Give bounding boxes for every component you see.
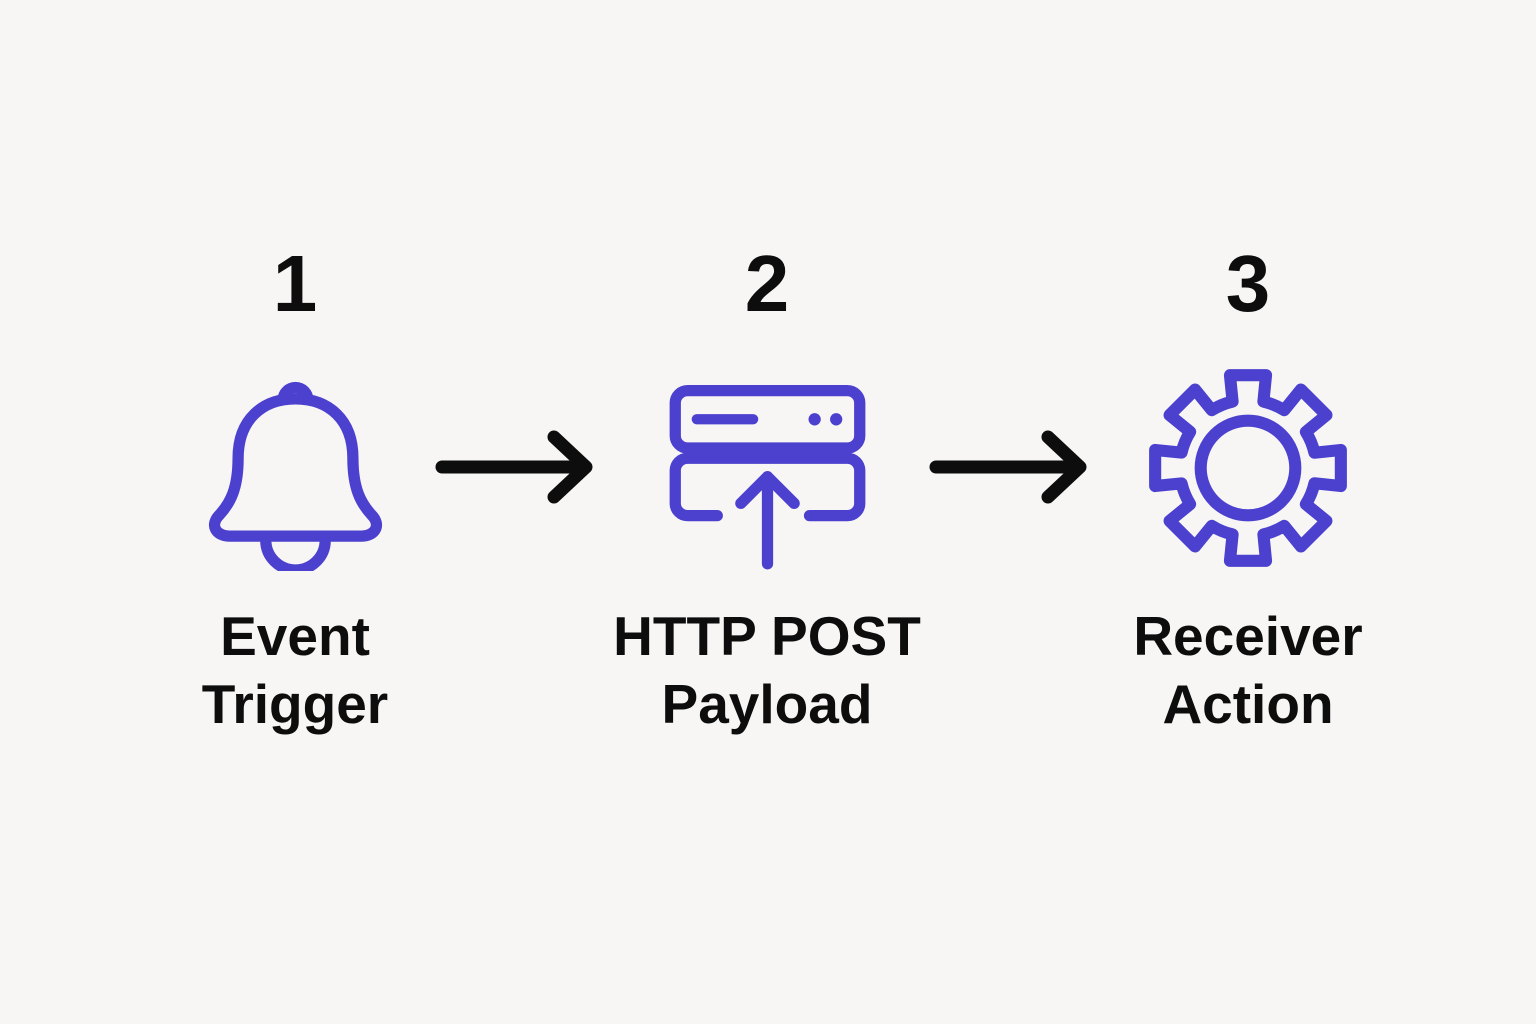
arrow-right-icon bbox=[434, 427, 604, 507]
step-1-label: Event Trigger bbox=[201, 605, 389, 735]
step-3-label: Receiver Action bbox=[1133, 605, 1363, 735]
step-2-label: HTTP POST Payload bbox=[613, 605, 921, 735]
server-upload-icon bbox=[669, 384, 865, 569]
step-3-icon-box bbox=[1038, 364, 1458, 572]
bell-icon bbox=[208, 381, 382, 571]
step-1-number: 1 bbox=[272, 239, 318, 328]
step-2-number: 2 bbox=[744, 239, 790, 328]
arrow-right-icon bbox=[928, 427, 1098, 507]
step-1-icon-box bbox=[85, 364, 505, 572]
step-2-icon-box bbox=[557, 364, 977, 572]
step-3-number: 3 bbox=[1225, 239, 1271, 328]
gear-icon bbox=[1149, 369, 1347, 567]
